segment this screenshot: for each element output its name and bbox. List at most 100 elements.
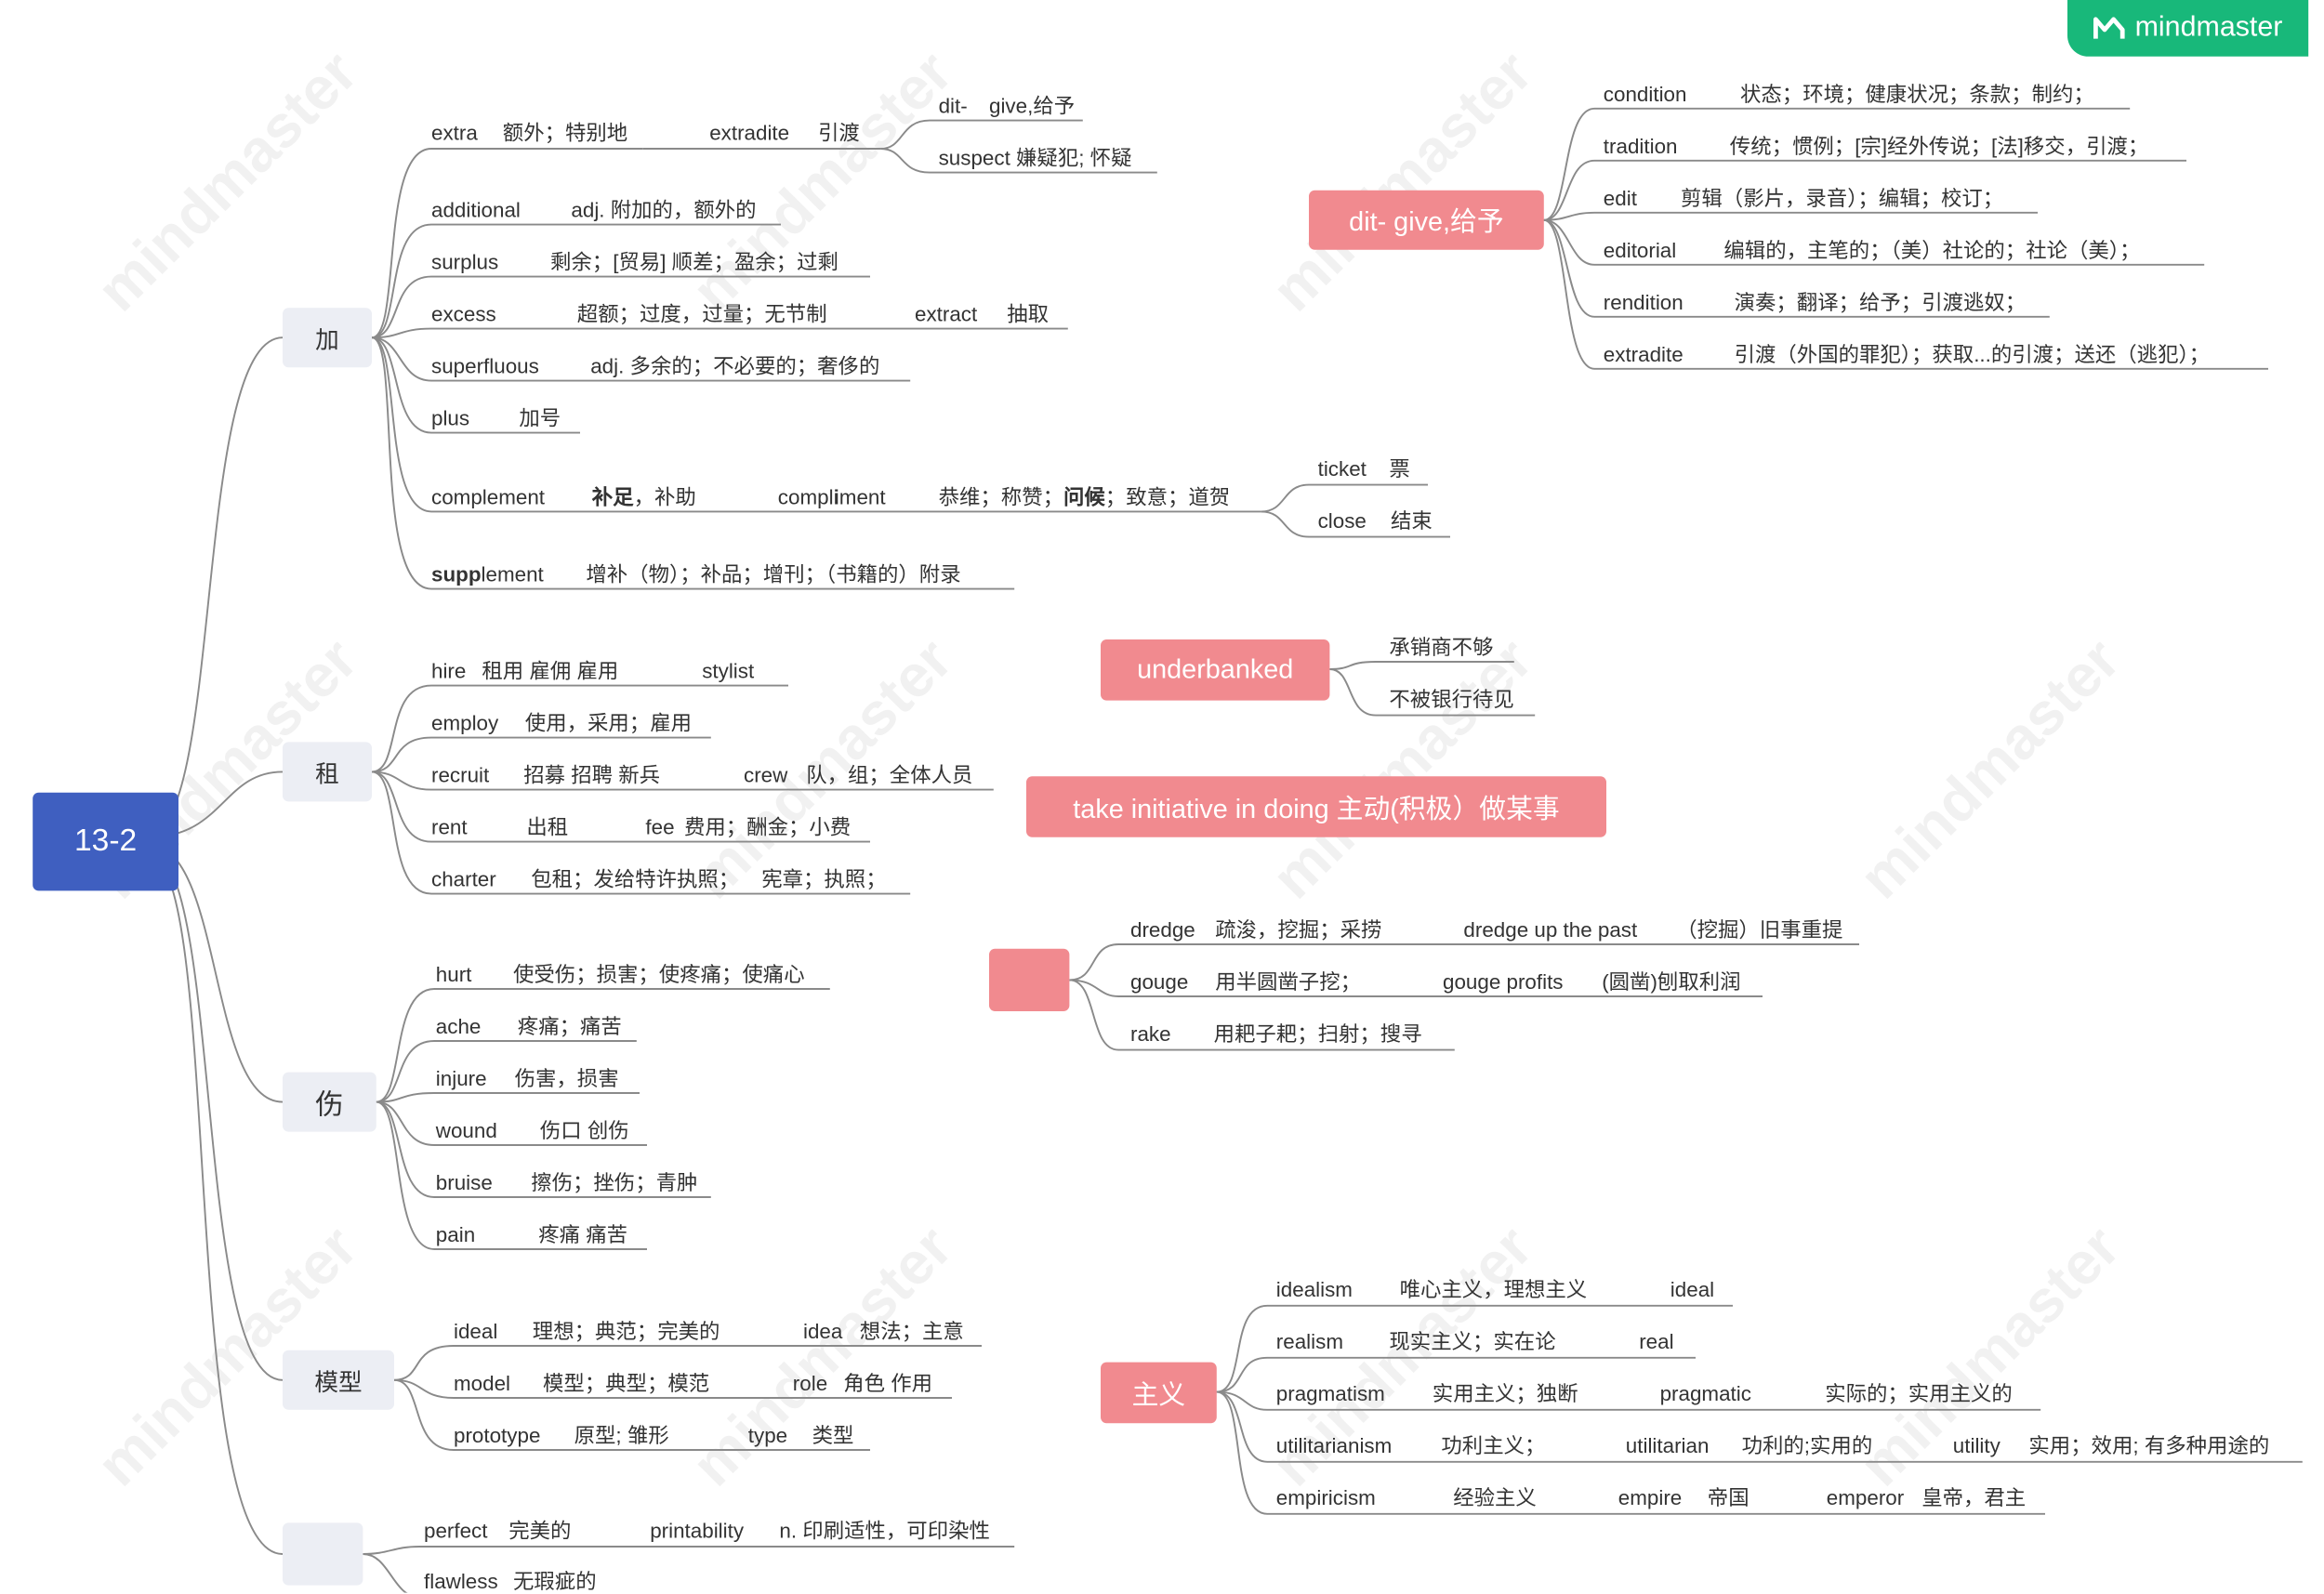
meaning-ache: 疼痛；痛苦	[517, 1014, 622, 1038]
term-extra[interactable]: extra	[431, 120, 478, 145]
term-dredge-up[interactable]: dredge up the past	[1463, 917, 1638, 942]
term-excess[interactable]: excess	[431, 301, 496, 326]
meaning-tradition: 传统；惯例；[宗]经外传说；[法]移交，引渡；	[1729, 134, 2149, 158]
topic-zhuyi[interactable]: 主义	[1101, 1362, 1217, 1424]
term-surplus[interactable]: surplus	[431, 249, 499, 274]
term-prototype[interactable]: prototype	[454, 1423, 541, 1447]
topic-dredge[interactable]	[989, 948, 1070, 1011]
term-hire[interactable]: hire	[431, 658, 467, 683]
term-edit[interactable]: edit	[1603, 186, 1637, 210]
meaning-prototype: 原型; 雏形	[574, 1423, 669, 1447]
meaning-utilitarianism: 功利主义；	[1441, 1433, 1546, 1457]
branch-jia-label: 加	[315, 328, 339, 354]
meaning-ticket: 票	[1389, 456, 1410, 481]
term-perfect[interactable]: perfect	[424, 1518, 488, 1543]
term-gouge-profits[interactable]: gouge profits	[1443, 969, 1564, 994]
term-crew[interactable]: crew	[744, 762, 788, 787]
term-real[interactable]: real	[1639, 1329, 1674, 1353]
term-additional[interactable]: additional	[431, 197, 521, 222]
term-dit[interactable]: dit-	[938, 93, 968, 118]
term-pragmatic[interactable]: pragmatic	[1659, 1381, 1751, 1405]
topic-underbanked-label: underbanked	[1137, 654, 1294, 684]
term-hurt[interactable]: hurt	[435, 962, 472, 986]
term-emperor[interactable]: emperor	[1826, 1485, 1905, 1509]
branch-zu[interactable]: 租	[283, 742, 372, 802]
term-supplement-bold: supp	[431, 561, 482, 586]
meaning-close: 结束	[1391, 508, 1433, 533]
term-dredge[interactable]: dredge	[1130, 917, 1195, 942]
meaning-flawless: 无瑕疵的	[513, 1569, 597, 1593]
term-recruit[interactable]: recruit	[431, 762, 490, 787]
term-extradite[interactable]: extradite	[709, 120, 790, 145]
meaning-utility: 实用；效用; 有多种用途的	[2028, 1433, 2270, 1457]
meaning-extradite: 引渡	[818, 120, 860, 145]
branch-shang[interactable]: 伤	[283, 1072, 376, 1132]
term-empire[interactable]: empire	[1618, 1485, 1683, 1509]
term-extradite-2[interactable]: extradite	[1603, 342, 1684, 366]
term-wound[interactable]: wound	[435, 1118, 497, 1142]
topic-dit-label: dit- give,给予	[1349, 206, 1504, 237]
term-plus[interactable]: plus	[431, 405, 470, 430]
meaning-dredge-up: （挖掘）旧事重提	[1676, 917, 1843, 942]
term-idealism[interactable]: idealism	[1275, 1277, 1353, 1301]
branch-blank[interactable]	[283, 1522, 363, 1586]
meaning-role: 角色 作用	[843, 1371, 933, 1395]
term-model[interactable]: model	[454, 1371, 511, 1395]
term-pain[interactable]: pain	[435, 1222, 476, 1246]
topic-underbanked[interactable]: underbanked	[1101, 639, 1330, 701]
term-utility[interactable]: utility	[1952, 1433, 2000, 1457]
branch-moxing[interactable]: 模型	[283, 1350, 394, 1410]
term-ideal-2[interactable]: ideal	[1670, 1277, 1715, 1301]
term-rendition[interactable]: rendition	[1603, 290, 1684, 314]
term-condition[interactable]: condition	[1603, 82, 1687, 106]
term-role[interactable]: role	[792, 1371, 828, 1395]
term-ache[interactable]: ache	[435, 1014, 482, 1038]
topic-take-initiative[interactable]: take initiative in doing 主动(积极）做某事	[1026, 776, 1606, 837]
brand-badge[interactable]: mindmaster	[2067, 0, 2309, 57]
term-realism[interactable]: realism	[1275, 1329, 1343, 1353]
branch-jia[interactable]: 加	[283, 308, 372, 368]
term-extract[interactable]: extract	[915, 301, 978, 326]
term-gouge[interactable]: gouge	[1130, 969, 1189, 994]
term-supplement-rest: lement	[481, 561, 544, 586]
term-employ[interactable]: employ	[431, 710, 499, 735]
topic-dit[interactable]: dit- give,给予	[1309, 190, 1544, 250]
meaning-charter: 包租；发给特许执照；	[531, 866, 740, 891]
term-ideal[interactable]: ideal	[454, 1319, 498, 1343]
term-empiricism[interactable]: empiricism	[1275, 1485, 1376, 1509]
term-complement[interactable]: complement	[431, 484, 546, 509]
term-type[interactable]: type	[747, 1423, 788, 1447]
meaning-surplus: 剩余；[贸易] 顺差；盈余；过剩	[550, 249, 838, 274]
term-compliment-i: i	[833, 484, 839, 509]
term-bruise[interactable]: bruise	[435, 1170, 493, 1194]
term-superfluous[interactable]: superfluous	[431, 353, 539, 378]
underbanked-meaning-1: 承销商不够	[1389, 635, 1494, 659]
meaning-additional: adj. 附加的，额外的	[571, 197, 757, 222]
term-rake[interactable]: rake	[1130, 1021, 1171, 1046]
term-rent[interactable]: rent	[431, 814, 468, 839]
term-utilitarian[interactable]: utilitarian	[1625, 1433, 1710, 1457]
meaning-superfluous: adj. 多余的；不必要的；奢侈的	[590, 353, 880, 378]
term-close[interactable]: close	[1317, 508, 1367, 533]
term-utilitarianism[interactable]: utilitarianism	[1275, 1433, 1393, 1457]
term-printability[interactable]: printability	[650, 1518, 745, 1543]
term-supplement[interactable]: supplement	[431, 560, 544, 587]
term-charter[interactable]: charter	[431, 866, 496, 891]
mindmaster-logo-icon	[2093, 17, 2126, 39]
term-editorial[interactable]: editorial	[1603, 238, 1677, 262]
meaning-crew: 队，组；全体人员	[806, 762, 973, 787]
term-ticket[interactable]: ticket	[1317, 456, 1367, 481]
term-compliment[interactable]: compliment	[778, 483, 886, 510]
term-injure[interactable]: injure	[435, 1066, 487, 1090]
meaning-dredge: 疏浚，挖掘；采捞	[1215, 917, 1382, 942]
root-node[interactable]: 13-2	[33, 792, 179, 891]
term-idea[interactable]: idea	[803, 1319, 843, 1343]
term-fee[interactable]: fee	[645, 814, 675, 839]
term-flawless[interactable]: flawless	[424, 1569, 498, 1593]
meaning-complement-bold: 补足	[591, 484, 634, 509]
brand-name: mindmaster	[2134, 11, 2283, 44]
term-pragmatism[interactable]: pragmatism	[1275, 1381, 1385, 1405]
term-tradition[interactable]: tradition	[1603, 134, 1678, 158]
term-suspect[interactable]: suspect 嫌疑犯; 怀疑	[938, 145, 1132, 170]
term-stylist[interactable]: stylist	[702, 658, 755, 683]
